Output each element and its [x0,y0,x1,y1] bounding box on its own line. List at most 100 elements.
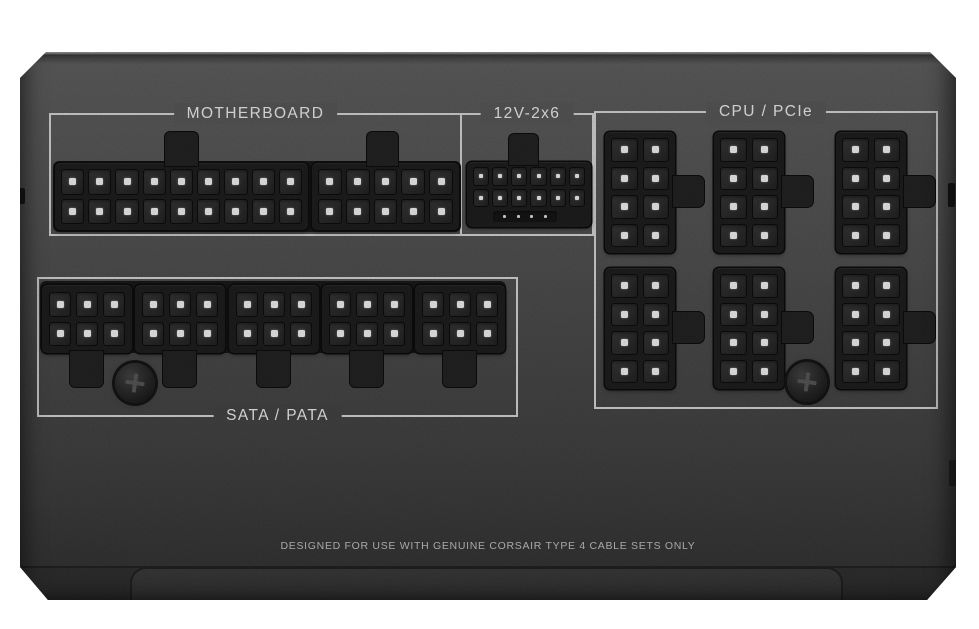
pin-terminal [297,300,305,308]
pin-terminal [761,367,769,375]
pin-terminal [483,330,491,338]
pin-grid [467,162,591,210]
pin-terminal [729,339,737,347]
pin-socket [373,198,398,224]
pin-socket [278,198,302,224]
pin-socket [401,169,426,195]
pin-terminal [517,174,522,179]
pin-socket [492,167,509,186]
pin-terminal [574,174,579,179]
pin-terminal [243,330,251,338]
pin-terminal [456,330,464,338]
pin-terminal [381,178,389,186]
pin-socket [720,195,747,219]
clip-tab [70,351,103,387]
pin-terminal [652,282,660,290]
clip-tab [904,176,935,207]
pin-terminal [729,174,737,182]
pin-socket [103,321,125,346]
pin-socket [751,331,778,355]
pin-terminal [390,300,398,308]
pin-socket [873,302,900,326]
pin-terminal [390,330,398,338]
pin-grid [714,268,784,389]
pin-socket [873,331,900,355]
pin-terminal [205,207,213,215]
pin-socket [842,223,869,247]
pin-socket [197,169,221,195]
pin-terminal [652,231,660,239]
pin-socket [142,169,166,195]
pin-socket [263,321,285,346]
pin-socket [611,331,638,355]
pin-terminal [883,231,891,239]
12v-2x6-connector [467,134,591,227]
clip-tab [350,351,383,387]
pin-socket [642,138,669,162]
pin-socket [642,274,669,298]
sata-pata-6pin-connector [135,285,225,387]
pin-socket [720,331,747,355]
pin-terminal [429,300,437,308]
pin-terminal [56,300,64,308]
pin-socket [642,223,669,247]
pin-socket [476,321,498,346]
pin-terminal [498,195,503,200]
pin-grid [322,285,412,353]
pin-terminal [381,207,389,215]
pin-terminal [620,282,628,290]
pin-terminal [363,330,371,338]
pin-grid [42,285,132,353]
pin-terminal [336,300,344,308]
pin-terminal [574,195,579,200]
pin-grid [714,132,784,253]
pin-terminal [652,174,660,182]
pin-terminal [176,300,184,308]
pin-socket [61,169,85,195]
pin-socket [196,292,218,317]
pin-terminal [150,178,158,186]
pin-socket [842,166,869,190]
pin-socket [720,166,747,190]
pin-terminal [336,330,344,338]
pin-terminal [56,330,64,338]
pin-terminal [883,146,891,154]
clip-tab [782,312,813,343]
pin-socket [169,292,191,317]
pin-socket [720,223,747,247]
pin-terminal [176,330,184,338]
pin-terminal [286,207,294,215]
sense-pin [543,215,547,218]
pin-socket [642,302,669,326]
pin-socket [356,292,378,317]
pin-terminal [761,231,769,239]
pin-socket [511,167,528,186]
pin-terminal [177,178,185,186]
pin-socket [263,292,285,317]
pin-socket [751,359,778,383]
pin-terminal [270,300,278,308]
pin-socket [873,274,900,298]
sense-pin-strip [493,211,557,222]
pin-terminal [620,339,628,347]
pin-socket [329,292,351,317]
pin-terminal [761,146,769,154]
cpu-pcie-8pin-connector [714,268,813,389]
pin-socket [88,169,112,195]
pin-terminal [177,207,185,215]
pin-terminal [536,174,541,179]
pin-socket [873,359,900,383]
pin-terminal [729,203,737,211]
sata-pata-6pin-connector [42,285,132,387]
pin-socket [142,321,164,346]
pin-terminal [620,146,628,154]
pin-socket [720,302,747,326]
clip-tab [165,132,198,166]
pin-socket [449,321,471,346]
pin-socket [751,223,778,247]
pin-socket [290,292,312,317]
section-label-12v-2x6: 12V-2x6 [480,103,574,125]
pin-socket [642,166,669,190]
pin-terminal [883,203,891,211]
clip-tab [782,176,813,207]
